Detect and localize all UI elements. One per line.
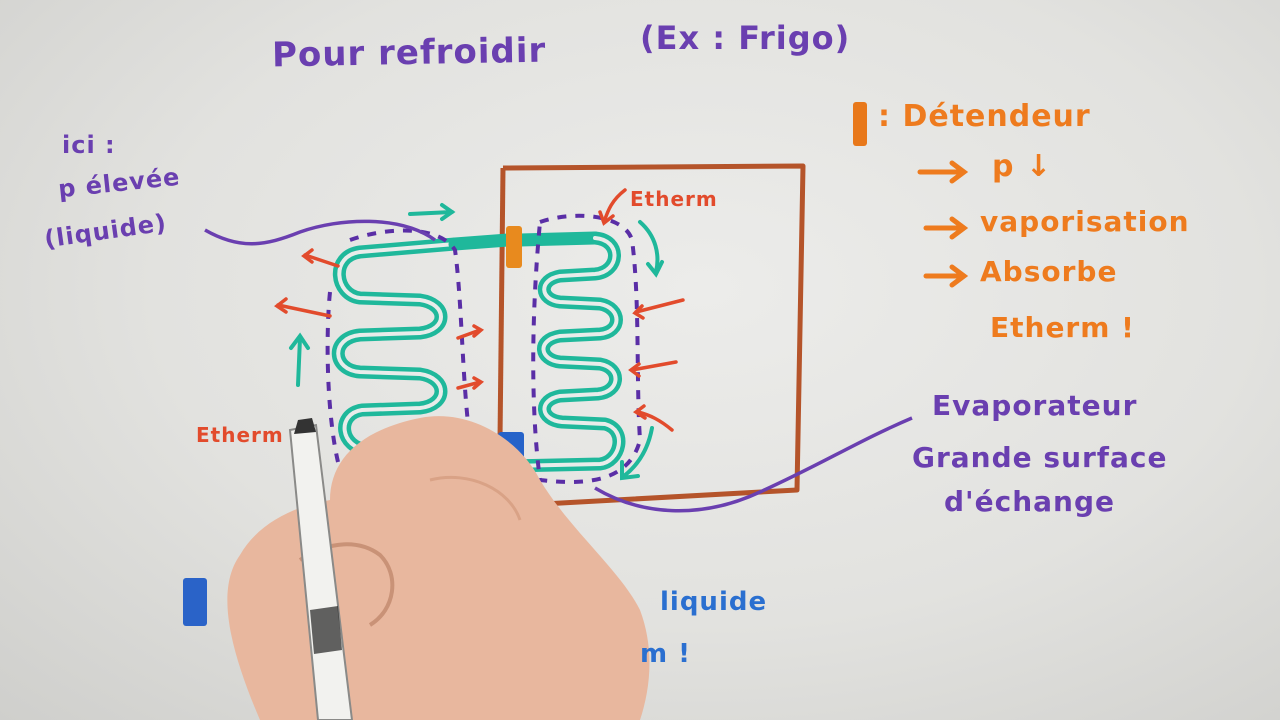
etherm-top-label: Etherm	[630, 187, 718, 211]
fridge-box	[502, 163, 806, 508]
heat-arrow-8	[636, 410, 674, 432]
legend-line4: Absorbe	[980, 255, 1118, 288]
flow-arrow-left-up-head	[289, 332, 310, 350]
evaporator-coil-highlight	[508, 236, 621, 468]
flow-arrow-top-left-head	[440, 203, 456, 221]
bottom-note-line1: liquide	[660, 587, 768, 617]
heat-arrows	[274, 188, 685, 432]
evaporateur-line3: d'échange	[944, 485, 1115, 518]
condenser-coil-highlight	[336, 242, 502, 458]
flow-arrow-top-left	[408, 210, 454, 216]
bottom-note-line2: m !	[640, 639, 692, 669]
pipe-top	[448, 233, 515, 251]
legend-line1: : Détendeur	[878, 99, 1091, 134]
compressor-legend-marker	[183, 578, 207, 626]
dashed-boundary-left	[325, 291, 340, 463]
legend-arrow-3-head	[949, 264, 969, 288]
flow-arrow-right-top-head	[646, 260, 664, 278]
pipe-top-inside	[513, 231, 602, 247]
legend-line2: p ↓	[992, 149, 1053, 184]
flow-arrow-right-bottom	[622, 426, 654, 478]
heat-arrow-3	[456, 328, 482, 340]
pointer-line-left	[204, 219, 437, 246]
flow-arrows	[289, 203, 664, 481]
legend-arrow-2-head	[949, 216, 969, 240]
fridge-box-left-wall	[497, 167, 506, 441]
dashed-boundary-right	[531, 213, 643, 484]
heat-arrow-4-head	[472, 376, 485, 390]
legend-line3: vaporisation	[980, 205, 1190, 238]
heat-arrow-1-head	[301, 248, 314, 264]
heat-arrow-7-head	[628, 362, 641, 378]
marker-print	[310, 606, 342, 654]
heat-arrow-2	[276, 303, 332, 318]
pointer-line-right	[594, 416, 913, 513]
heat-arrow-1	[303, 253, 340, 268]
heat-arrow-6-head	[632, 304, 645, 320]
legend-arrows	[917, 160, 969, 288]
title-text: Pour refroidir	[271, 30, 547, 76]
left-note-line1: ici :	[62, 131, 116, 159]
expansion-valve	[506, 226, 522, 268]
legend-line5: Etherm !	[990, 311, 1135, 344]
legend-valve-marker	[853, 102, 867, 146]
hand-with-marker	[227, 416, 650, 720]
flow-arrow-left-up	[296, 336, 302, 387]
heat-arrow-8-head	[632, 404, 647, 420]
heat-arrow-7	[630, 360, 678, 372]
heat-arrow-3-head	[472, 324, 485, 338]
heat-arrow-4	[456, 380, 482, 390]
evaporateur-line2: Grande surface	[912, 441, 1168, 474]
flow-arrow-right-bottom-head	[620, 460, 640, 481]
heat-arrow-5-head	[598, 210, 615, 226]
title-example-text: (Ex : Frigo)	[640, 19, 851, 57]
marker-tip	[294, 418, 316, 434]
heat-arrow-6	[634, 298, 685, 314]
etherm-left-label: Etherm	[196, 423, 284, 447]
heat-arrow-5	[602, 188, 627, 224]
dashed-boundary-middle	[349, 228, 472, 441]
heat-arrow-2-head	[274, 297, 288, 314]
evaporateur-line1: Evaporateur	[932, 389, 1138, 422]
flow-arrow-right-top	[638, 220, 660, 274]
hand-fold	[429, 475, 522, 521]
legend-arrow-1-head	[949, 160, 969, 184]
